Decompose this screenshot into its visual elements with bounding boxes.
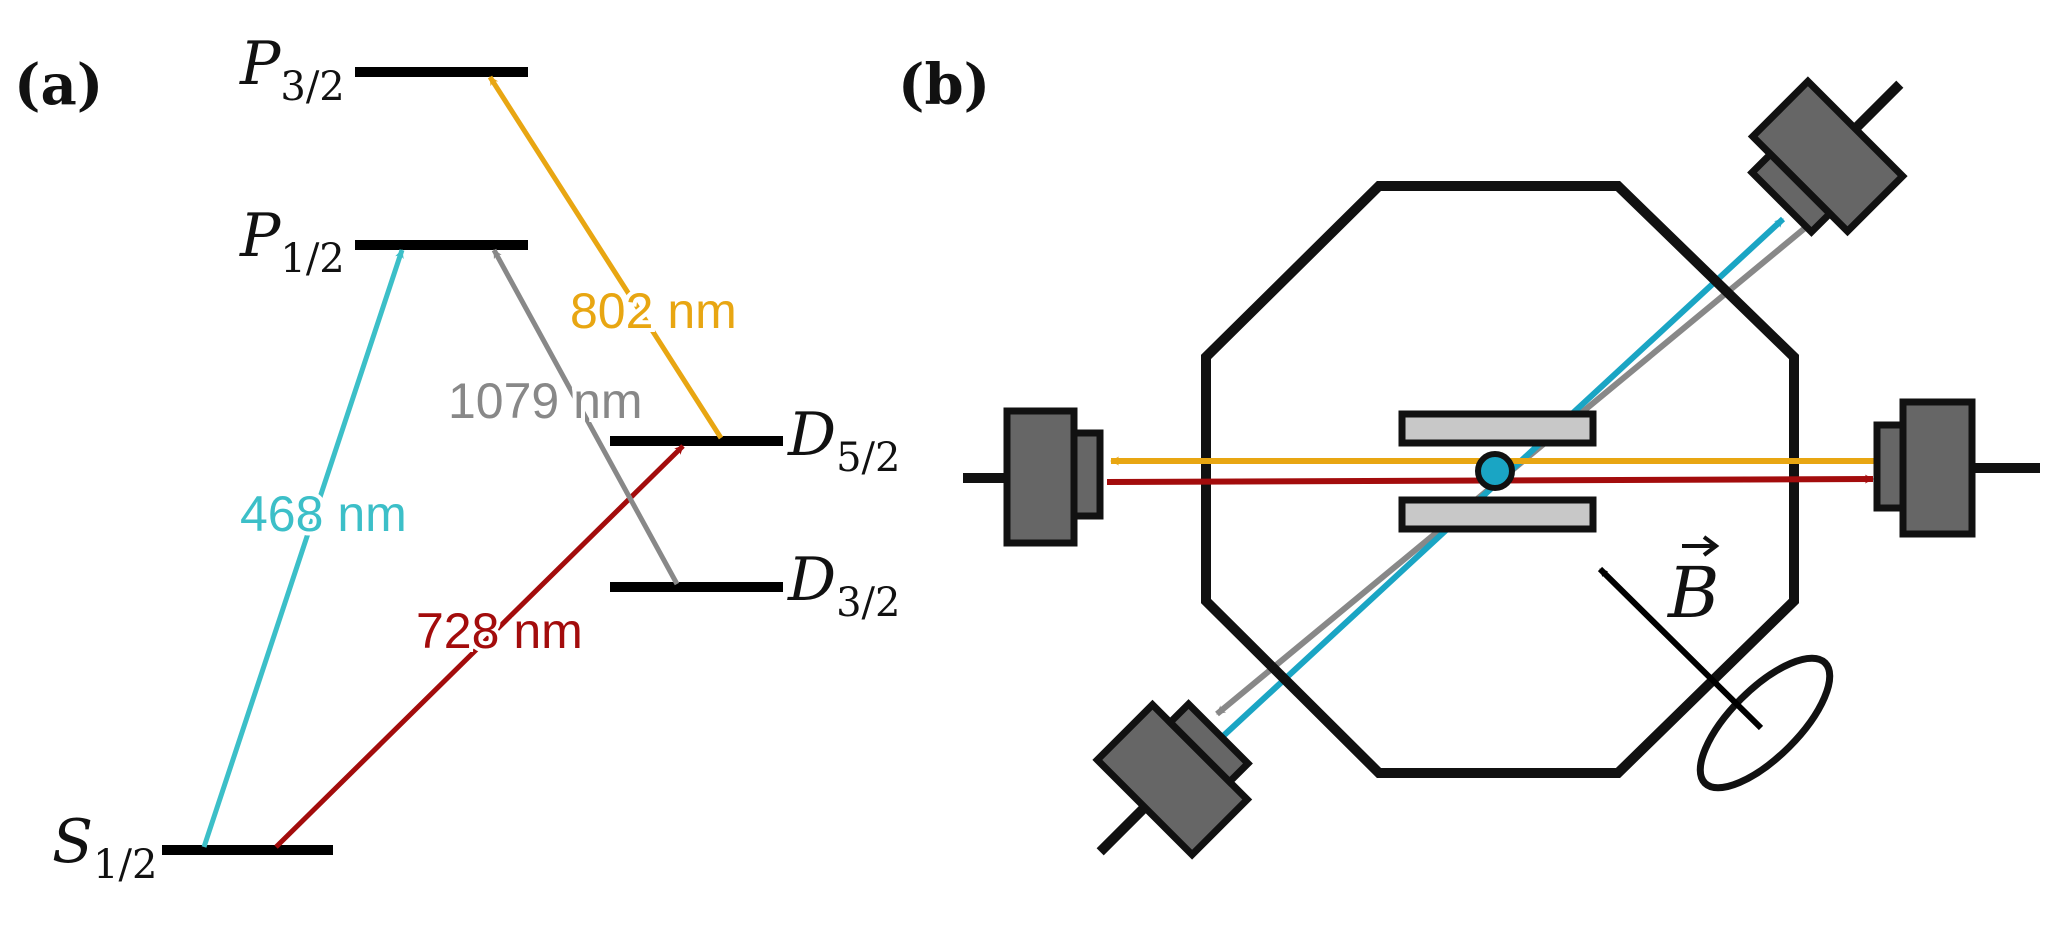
transition-728-arrow (274, 444, 685, 849)
panel-b: (b) (898, 52, 2040, 860)
transition-1079-arrow (491, 248, 680, 586)
detector-right (1873, 398, 2040, 538)
level-D32-label: D3/2 (787, 545, 900, 626)
level-S12-label: S1/2 (52, 807, 157, 888)
panel-a-label: (a) (14, 52, 103, 118)
transition-468-arrow (201, 249, 405, 848)
level-P32-label: P3/2 (239, 29, 345, 110)
transition-802-label: 802 nm (570, 283, 737, 339)
vacuum-chamber (1201, 181, 1799, 778)
electrode-bottom (1398, 496, 1597, 533)
transition-468-label: 468 nm (240, 486, 407, 542)
transition-1079-label: 1079 nm (448, 373, 643, 429)
level-P12-label: P1/2 (239, 201, 345, 282)
transition-802-arrow (487, 75, 724, 440)
field-coil (1696, 654, 1834, 792)
level-D52-label: D5/2 (787, 400, 900, 481)
detector-top-right (1747, 76, 1908, 237)
field-vector-accent (1682, 535, 1720, 557)
ion (1475, 451, 1515, 491)
detector-left (963, 407, 1104, 547)
field-label: B (1666, 552, 1719, 634)
electrode-top (1398, 410, 1597, 447)
field-arrow (1597, 566, 1764, 731)
panel-a: (a) P3/2 P1/2 D5/2 D3/2 S1/2 468 nm 728 … (14, 29, 900, 888)
detector-bottom-left (1092, 699, 1253, 860)
transition-728-label: 728 nm (416, 603, 583, 659)
panel-b-label: (b) (898, 52, 990, 118)
